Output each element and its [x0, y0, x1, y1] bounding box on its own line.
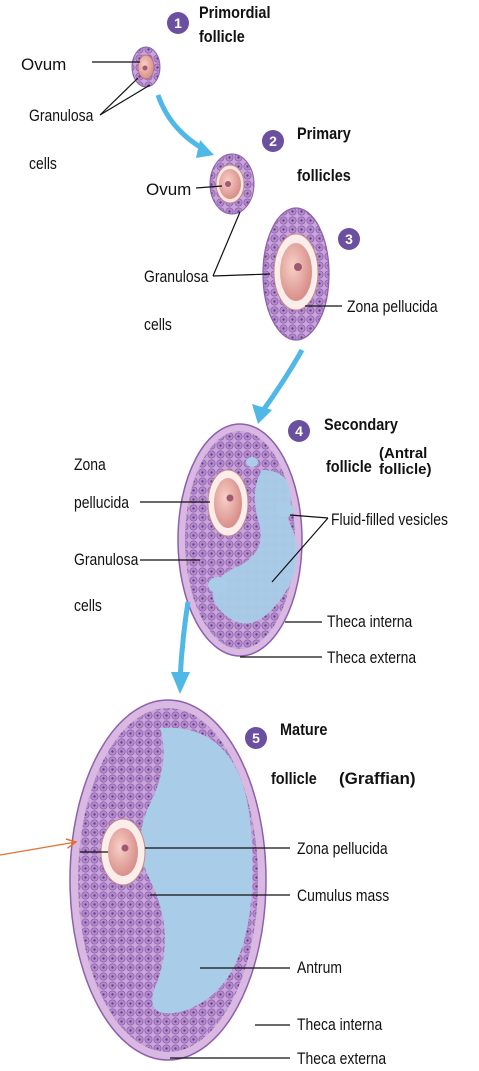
stage-badge-3: 3 [338, 228, 360, 250]
label-granulosa-1a: Granulosa [29, 107, 93, 124]
pointer-arrow [0, 842, 76, 855]
stage-badge-4: 4 [288, 420, 310, 442]
arrow-3-to-4 [262, 350, 302, 412]
stage-title-5b: follicle [271, 770, 317, 787]
stage-badge-2: 2 [262, 130, 284, 152]
label-cumulus-mass: Cumulus mass [297, 887, 389, 904]
label-theca-externa-4: Theca externa [327, 649, 416, 666]
secondary-follicle-drawing [178, 424, 302, 656]
primary-follicle-late-drawing [263, 208, 329, 340]
label-theca-externa-5: Theca externa [297, 1050, 386, 1067]
label-theca-interna-5: Theca interna [297, 1016, 382, 1033]
antral-annotation-2: follicle) [379, 462, 432, 478]
primordial-follicle-drawing [132, 47, 160, 87]
label-zona-pellucida-5: Zona pellucida [297, 840, 388, 857]
label-ovum-1: Ovum [21, 56, 66, 73]
label-fluid-vesicles: Fluid-filled vesicles [331, 511, 448, 528]
label-granulosa-4a: Granulosa [74, 551, 138, 568]
label-zona-4b: pellucida [74, 494, 129, 511]
stage-title-1a: Primordial [199, 4, 270, 21]
stage-badge-1: 1 [167, 12, 189, 34]
label-granulosa-3b: cells [144, 316, 172, 333]
primary-follicle-drawing [210, 154, 254, 214]
stage-title-1b: follicle [199, 28, 245, 45]
label-granulosa-1b: cells [29, 155, 57, 172]
stage-badge-5: 5 [245, 727, 267, 749]
label-ovum-2: Ovum [146, 181, 191, 198]
stage-title-2a: Primary [297, 125, 351, 142]
stage-title-2b: follicles [297, 167, 351, 184]
stage-title-4b: follicle [326, 458, 372, 475]
arrow-1-to-2 [158, 95, 205, 150]
arrow-4-to-5 [180, 602, 188, 680]
label-zona-4a: Zona [74, 456, 106, 473]
label-granulosa-4b: cells [74, 597, 102, 614]
label-theca-interna-4: Theca interna [327, 613, 412, 630]
label-zona-pellucida-3: Zona pellucida [347, 298, 438, 315]
graffian-annotation: (Graffian) [339, 770, 416, 788]
label-granulosa-3a: Granulosa [144, 268, 208, 285]
label-antrum: Antrum [297, 959, 342, 976]
stage-title-5a: Mature [280, 721, 327, 738]
antral-annotation-1: (Antral [379, 446, 427, 462]
mature-follicle-drawing [70, 700, 266, 1060]
stage-title-4a: Secondary [324, 416, 398, 433]
